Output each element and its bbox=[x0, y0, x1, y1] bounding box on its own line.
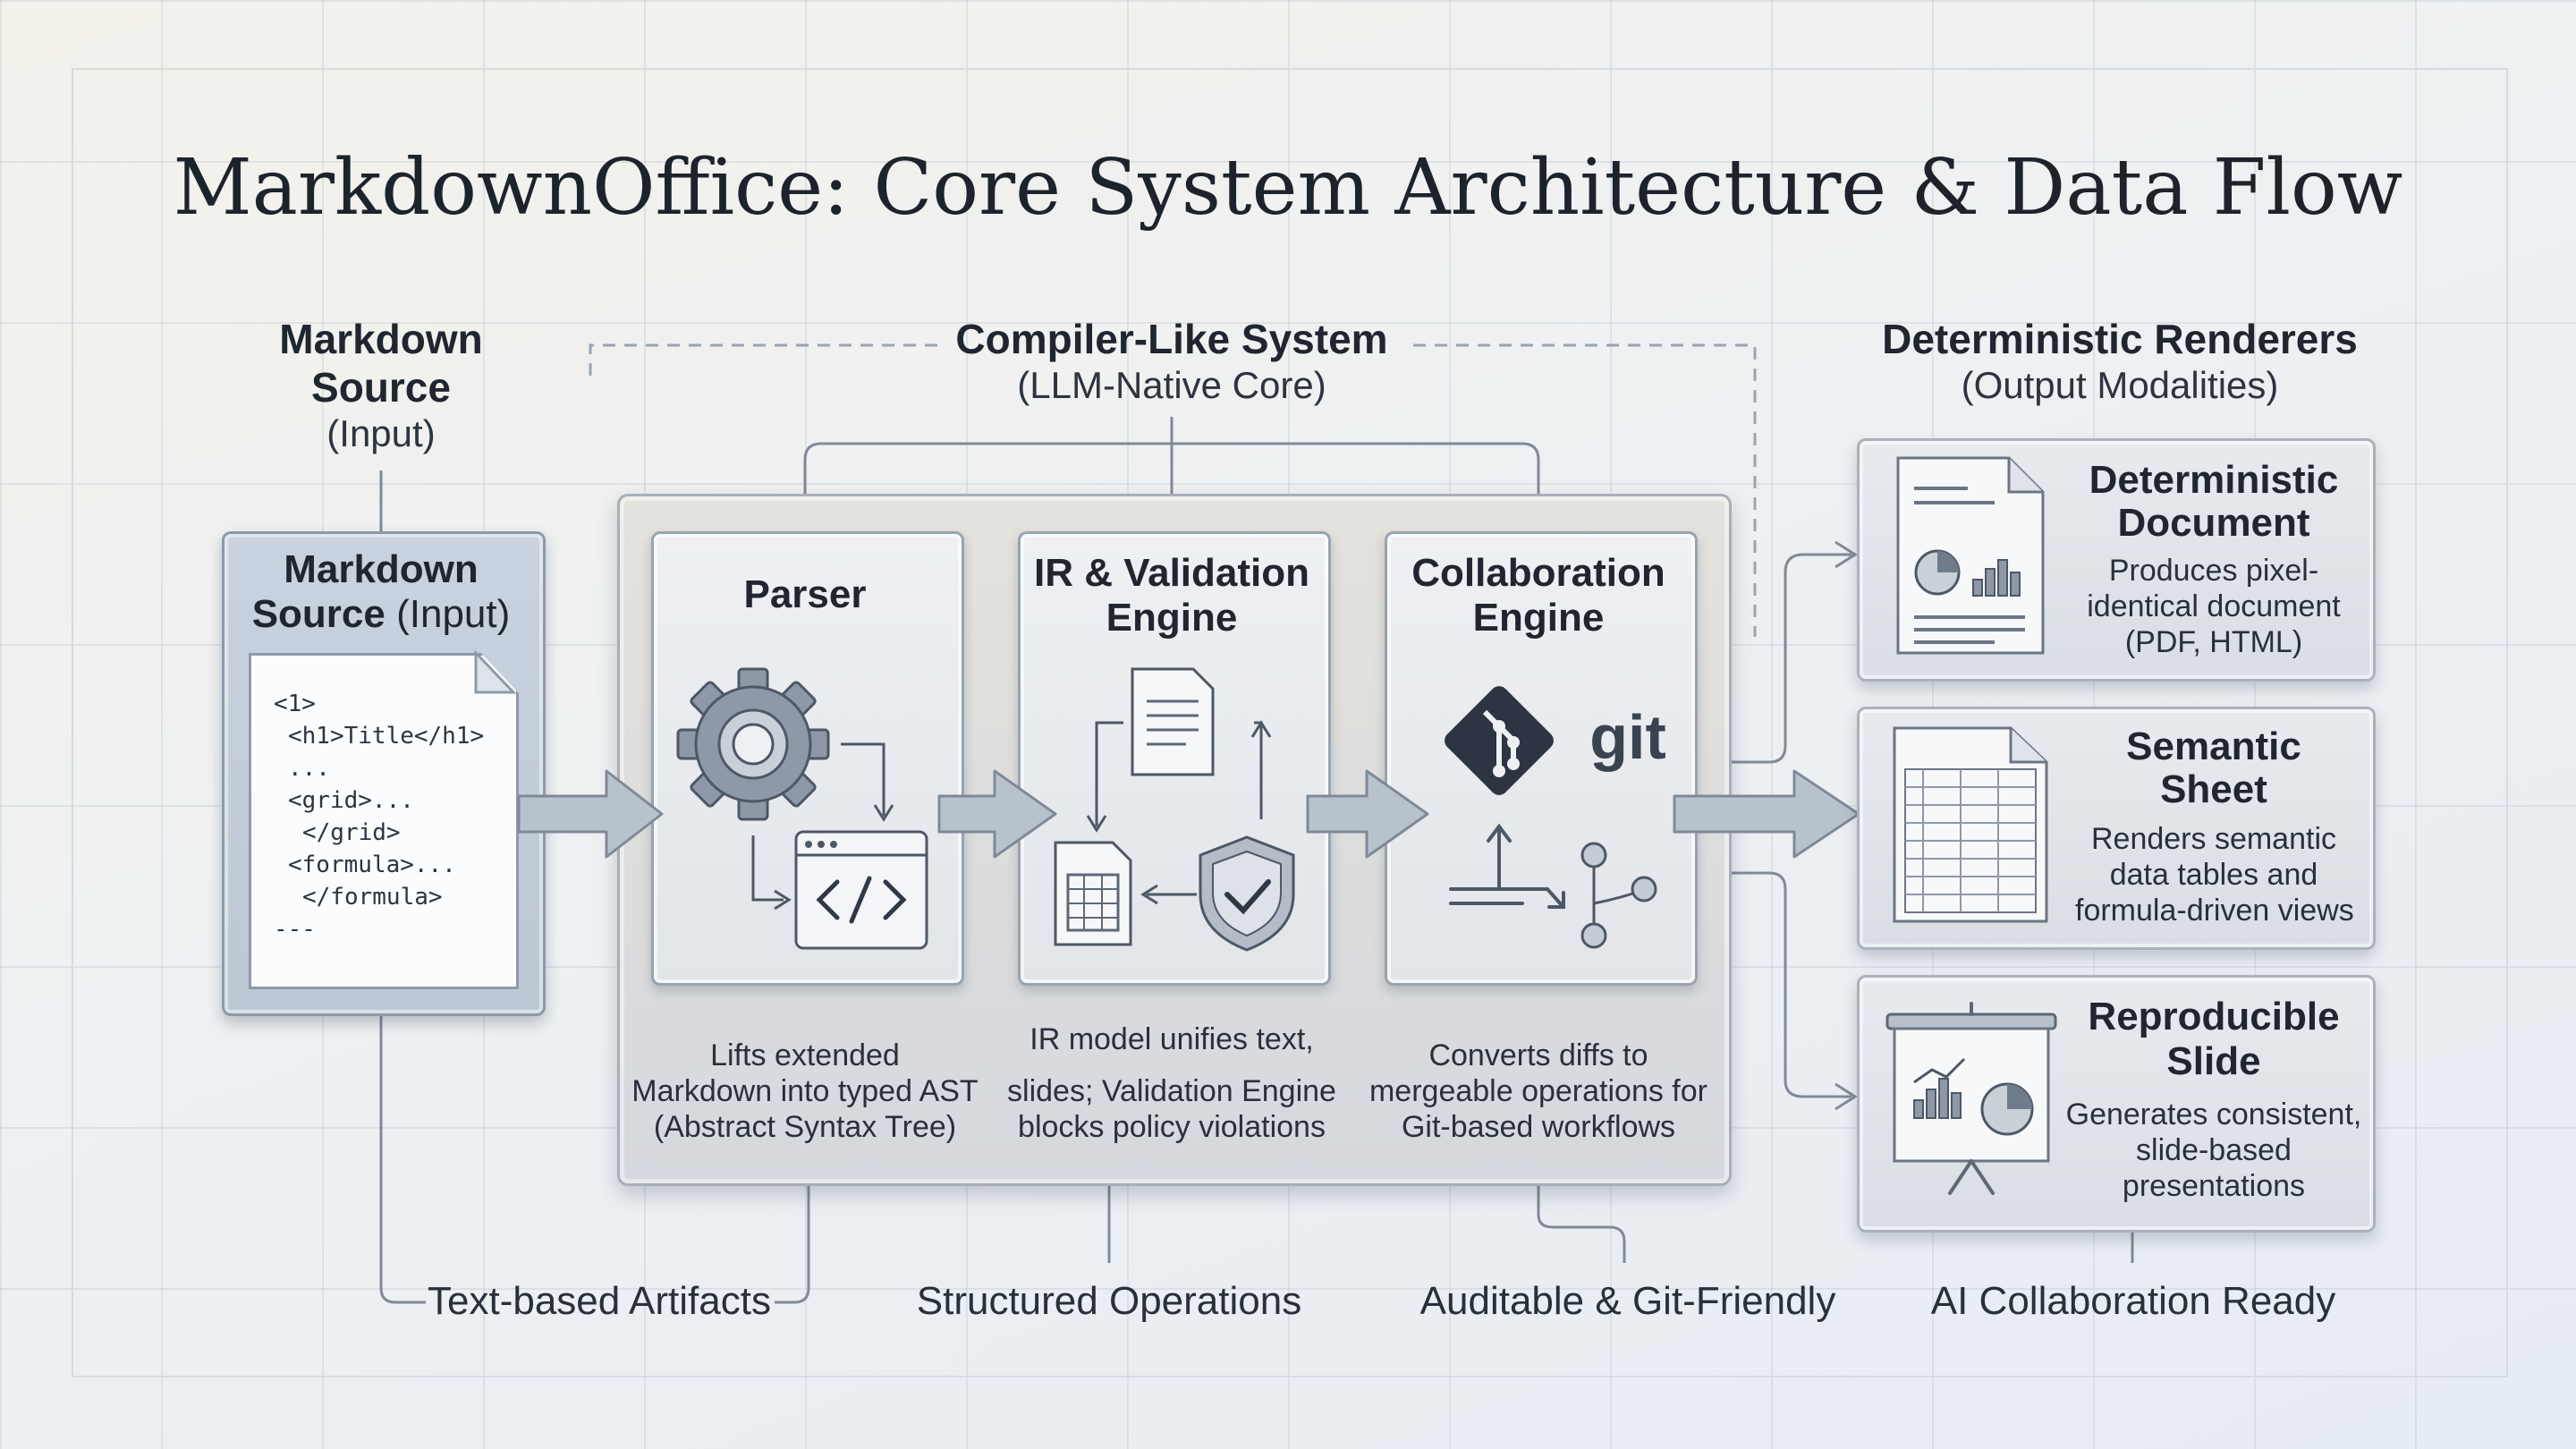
source-panel-title-bold: Source bbox=[251, 592, 386, 636]
ir-desc-line: IR model unifies text, bbox=[1030, 1022, 1314, 1056]
presentation-board-icon bbox=[1885, 1002, 2057, 1195]
output-slide-desc-line: Generates consistent, bbox=[2065, 1097, 2362, 1131]
collab-desc-line: mergeable operations for bbox=[1368, 1074, 1707, 1108]
output-slide-desc-line: slide-based bbox=[2136, 1133, 2292, 1167]
output-heading: Deterministic Renderers bbox=[1882, 316, 2358, 362]
parser-title: Parser bbox=[743, 572, 867, 616]
output-slide-desc-line: presentations bbox=[2122, 1169, 2306, 1203]
ir-desc-line: slides; Validation Engine bbox=[1007, 1074, 1336, 1108]
diagram-frame bbox=[72, 68, 2508, 1377]
sheet-icon bbox=[1893, 726, 2048, 923]
parser-desc-line: Lifts extended bbox=[710, 1038, 900, 1072]
gear-icon bbox=[676, 667, 830, 821]
source-panel-title-line1: Markdown bbox=[284, 547, 479, 591]
output-sheet-desc-line: formula-driven views bbox=[2075, 894, 2354, 928]
ir-desc-line: blocks policy violations bbox=[1018, 1110, 1326, 1144]
code-window-icon bbox=[794, 830, 928, 950]
document-chart-icon bbox=[1896, 456, 2045, 655]
markdown-code-page bbox=[249, 653, 519, 989]
page-title: MarkdownOffice: Core System Architecture… bbox=[173, 143, 2403, 233]
shield-check-icon bbox=[1199, 835, 1295, 952]
footer-auditable-git-friendly: Auditable & Git-Friendly bbox=[1419, 1279, 1836, 1323]
source-panel-title-line2: Source (Input) bbox=[222, 592, 540, 637]
output-sheet-title-line: Semantic bbox=[2126, 724, 2301, 768]
output-sheet-desc-line: data tables and bbox=[2109, 858, 2318, 892]
code-line: ... bbox=[288, 755, 330, 782]
code-line: <grid>... bbox=[288, 787, 414, 814]
input-heading-sub: (Input) bbox=[326, 412, 436, 454]
core-heading-sub: (LLM-Native Core) bbox=[1017, 364, 1326, 406]
output-document-title-line: Deterministic bbox=[2089, 458, 2339, 502]
output-slide-title-line: Reproducible bbox=[2088, 995, 2340, 1038]
code-line: </formula> bbox=[302, 884, 443, 911]
output-document-title-line: Document bbox=[2117, 501, 2310, 545]
collab-desc-line: Git-based workflows bbox=[1401, 1110, 1676, 1144]
source-panel-title-rest: (Input) bbox=[396, 592, 511, 636]
output-document-desc-line: Produces pixel- bbox=[2108, 554, 2319, 588]
ir-validation-title: IR & Validation Engine bbox=[1033, 551, 1310, 640]
output-sheet-title-line: Sheet bbox=[2160, 767, 2267, 811]
code-line: --- bbox=[274, 916, 316, 943]
code-line: <h1>Title</h1> bbox=[288, 723, 485, 750]
git-logo-icon bbox=[1445, 686, 1554, 795]
spreadsheet-icon bbox=[1054, 841, 1132, 946]
core-heading: Compiler-Like System bbox=[955, 316, 1388, 362]
code-line: <1> bbox=[274, 691, 316, 717]
input-heading-line2: Source bbox=[311, 364, 451, 411]
output-heading-sub: (Output Modalities) bbox=[1961, 364, 2279, 406]
collaboration-title: Collaboration Engine bbox=[1411, 551, 1665, 640]
output-slide-title-line: Slide bbox=[2166, 1039, 2261, 1083]
collab-desc-line: Converts diffs to bbox=[1428, 1038, 1648, 1072]
branch-icon bbox=[1580, 842, 1657, 949]
parser-desc-line: (Abstract Syntax Tree) bbox=[653, 1110, 957, 1144]
output-document-desc-line: identical document bbox=[2087, 589, 2341, 623]
code-line: <formula>... bbox=[288, 852, 456, 878]
document-icon bbox=[1131, 667, 1215, 776]
output-sheet-desc-line: Renders semantic bbox=[2090, 822, 2336, 856]
footer-ai-collaboration-ready: AI Collaboration Ready bbox=[1930, 1279, 2336, 1323]
code-line: </grid> bbox=[302, 819, 401, 846]
input-heading-line1: Markdown bbox=[279, 316, 483, 362]
output-document-desc-line: (PDF, HTML) bbox=[2124, 625, 2303, 659]
parser-desc-line: Markdown into typed AST bbox=[631, 1074, 979, 1108]
git-label: git bbox=[1589, 702, 1666, 772]
footer-structured-operations: Structured Operations bbox=[916, 1279, 1302, 1323]
footer-text-based-artifacts: Text-based Artifacts bbox=[428, 1279, 771, 1323]
collaboration-card bbox=[1385, 531, 1698, 986]
